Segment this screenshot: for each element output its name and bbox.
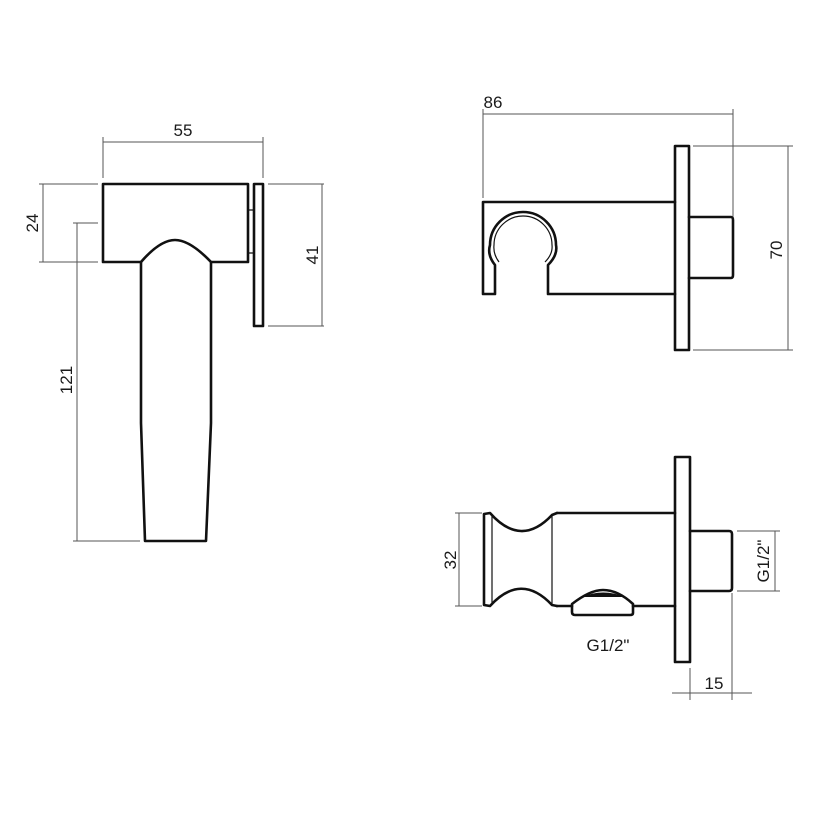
handset-connector bbox=[247, 184, 254, 262]
dimension-label-15: 15 bbox=[705, 674, 724, 693]
nozzle-shading bbox=[582, 592, 625, 597]
holder-outlet-wall-plate bbox=[673, 455, 692, 664]
holder-knob bbox=[482, 511, 559, 608]
label-thread-outlet: G1/2" bbox=[587, 636, 630, 655]
dimension-line-thread-inlet bbox=[737, 530, 780, 592]
holder-knob-edges bbox=[491, 514, 553, 605]
dimension-line-32 bbox=[455, 512, 482, 607]
hose-outlet-nozzle bbox=[570, 588, 635, 617]
dimension-line-24 bbox=[39, 183, 98, 263]
dimension-line-121 bbox=[73, 222, 140, 542]
holder-outlet-nipple bbox=[688, 529, 734, 593]
dimension-label-24: 24 bbox=[23, 214, 42, 233]
holder-nipple bbox=[687, 215, 735, 280]
handset-wall-plate bbox=[252, 182, 265, 328]
dimension-line-41 bbox=[268, 183, 324, 327]
dimension-label-55: 55 bbox=[174, 121, 193, 140]
dimension-line-86 bbox=[482, 109, 734, 217]
dimension-label-121: 121 bbox=[57, 366, 76, 394]
holder-side-view: 86 70 bbox=[481, 93, 793, 352]
holder-wall-plate bbox=[673, 144, 691, 352]
holder-outlet-body bbox=[555, 511, 677, 608]
dimension-line-55 bbox=[102, 137, 264, 178]
handset-handle bbox=[139, 260, 213, 543]
holder-cradle-inner bbox=[493, 215, 553, 263]
dimension-label-thread-inlet: G1/2" bbox=[754, 540, 773, 583]
dimension-label-86: 86 bbox=[484, 93, 503, 112]
handset-view: 55 24 41 121 bbox=[23, 121, 324, 543]
handset-head bbox=[101, 182, 250, 264]
dimension-label-32: 32 bbox=[441, 551, 460, 570]
dimension-label-41: 41 bbox=[303, 246, 322, 265]
dimension-label-70: 70 bbox=[767, 241, 786, 260]
holder-body bbox=[481, 200, 677, 296]
dimension-line-70 bbox=[693, 145, 793, 351]
dimension-line-15 bbox=[672, 593, 752, 700]
holder-outlet-view: 32 G1/2" G1/2" 15 bbox=[441, 455, 780, 700]
